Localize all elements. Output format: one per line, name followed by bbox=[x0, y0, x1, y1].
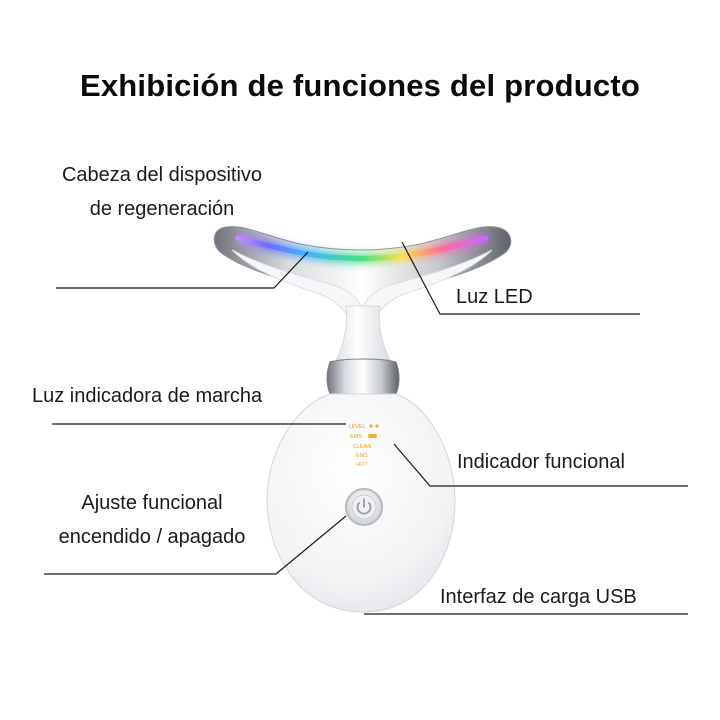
chrome-band bbox=[326, 358, 400, 398]
function-indicator-panel: LEVEL EMS CLEAN EMS HOT bbox=[348, 424, 379, 468]
label-power: Ajuste funcional encendido / apagado bbox=[34, 486, 270, 554]
label-running-light: Luz indicadora de marcha bbox=[32, 385, 263, 407]
label-power-line1: Ajuste funcional bbox=[81, 492, 223, 514]
label-device-head-line1: Cabeza del dispositivo bbox=[61, 164, 263, 186]
power-icon bbox=[356, 498, 372, 515]
label-led: Luz LED bbox=[456, 286, 533, 308]
label-usb: Interfaz de carga USB bbox=[440, 586, 637, 608]
page-title: Exhibición de funciones del producto bbox=[79, 68, 641, 103]
label-device-head-line2: de regeneración bbox=[89, 198, 235, 220]
indicator-level: LEVEL bbox=[348, 424, 365, 430]
indicator-clean: CLEAN bbox=[353, 444, 371, 450]
label-device-head: Cabeza del dispositivo de regeneración bbox=[38, 158, 286, 226]
indicator-ems-2: EMS bbox=[356, 453, 368, 459]
indicator-ems: EMS bbox=[350, 434, 362, 440]
indicator-bar bbox=[368, 434, 377, 438]
indicator-hot: HOT bbox=[356, 462, 368, 468]
power-button[interactable] bbox=[345, 488, 383, 526]
label-power-line2: encendido / apagado bbox=[58, 526, 246, 548]
indicator-dot bbox=[375, 424, 379, 428]
indicator-dot bbox=[369, 424, 373, 428]
device-neck bbox=[333, 305, 393, 365]
label-function-indicator: Indicador funcional bbox=[457, 451, 625, 473]
